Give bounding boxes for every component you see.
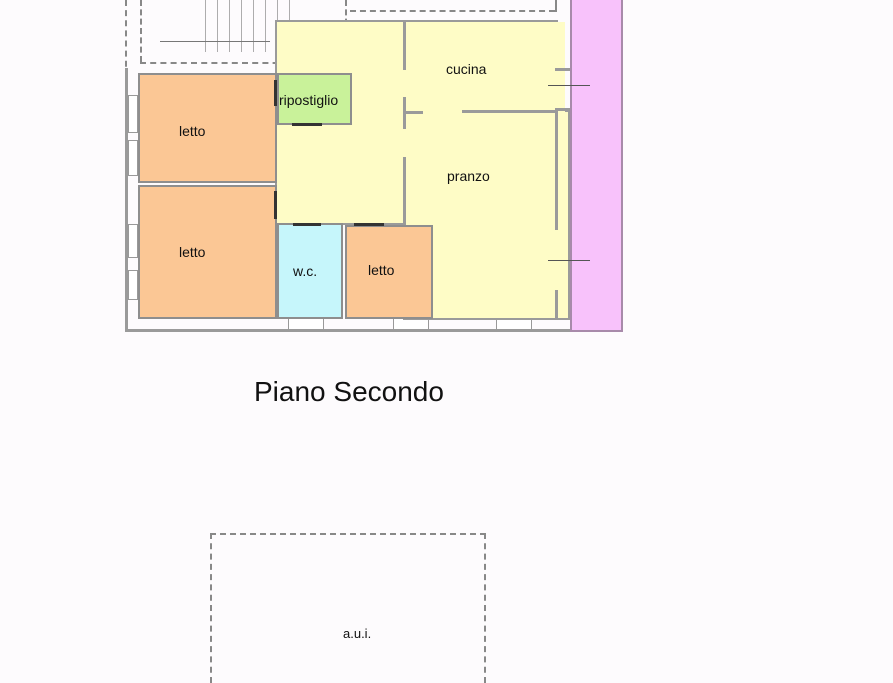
stair-upper-right [555, 0, 557, 12]
stair-upper-line [350, 10, 555, 12]
partition-t-horizontal [403, 111, 423, 114]
partition-east-lower [555, 108, 570, 111]
partition-cucina-pranzo [462, 110, 557, 113]
balcony-tick-upper [548, 85, 590, 86]
room-letto-1: letto [138, 73, 277, 183]
outer-wall-left [125, 68, 128, 332]
partition-east-wall [555, 110, 558, 230]
partition-east-wall-2 [555, 290, 558, 320]
stair-axis [160, 41, 270, 42]
room-label-letto-3: letto [368, 262, 395, 278]
partition-east-upper [555, 68, 570, 71]
stair-outline-inner [140, 0, 142, 62]
door-letto-3 [354, 223, 384, 226]
lower-unit-outline: a.u.i. [210, 533, 486, 683]
balcony-tick-lower [548, 260, 590, 261]
cucina-fill [405, 22, 565, 122]
door-wc [293, 223, 321, 226]
room-label-pranzo: pranzo [447, 168, 490, 184]
balcony [570, 0, 623, 332]
door-ripostiglio [292, 123, 322, 126]
room-label-ripostiglio: ripostiglio [279, 92, 339, 108]
stair-outline-bottom [140, 62, 350, 64]
room-letto-3: letto [345, 225, 433, 319]
room-label-cucina: cucina [446, 61, 487, 77]
floor-title: Piano Secondo [254, 376, 444, 407]
pranzo-fill [432, 220, 552, 318]
room-letto-2: letto [138, 185, 277, 319]
outer-wall-bottom [125, 329, 572, 332]
door-letto-2 [274, 191, 277, 219]
room-label-wc: w.c. [293, 263, 318, 279]
room-wc: w.c. [277, 223, 343, 319]
window-left-1 [128, 95, 138, 133]
room-ripostiglio: ripostiglio [277, 73, 352, 125]
lower-unit-label: a.u.i. [343, 626, 372, 641]
window-left-2 [128, 140, 138, 176]
room-label-letto-1: letto [179, 123, 206, 139]
partition-cucina-left [403, 22, 406, 70]
room-label-letto-2: letto [179, 244, 206, 260]
window-bottom-wc [288, 318, 324, 330]
window-left-3 [128, 224, 138, 258]
partition-pranzo-left [403, 157, 406, 225]
window-left-4 [128, 270, 138, 300]
door-letto-1 [274, 80, 277, 106]
